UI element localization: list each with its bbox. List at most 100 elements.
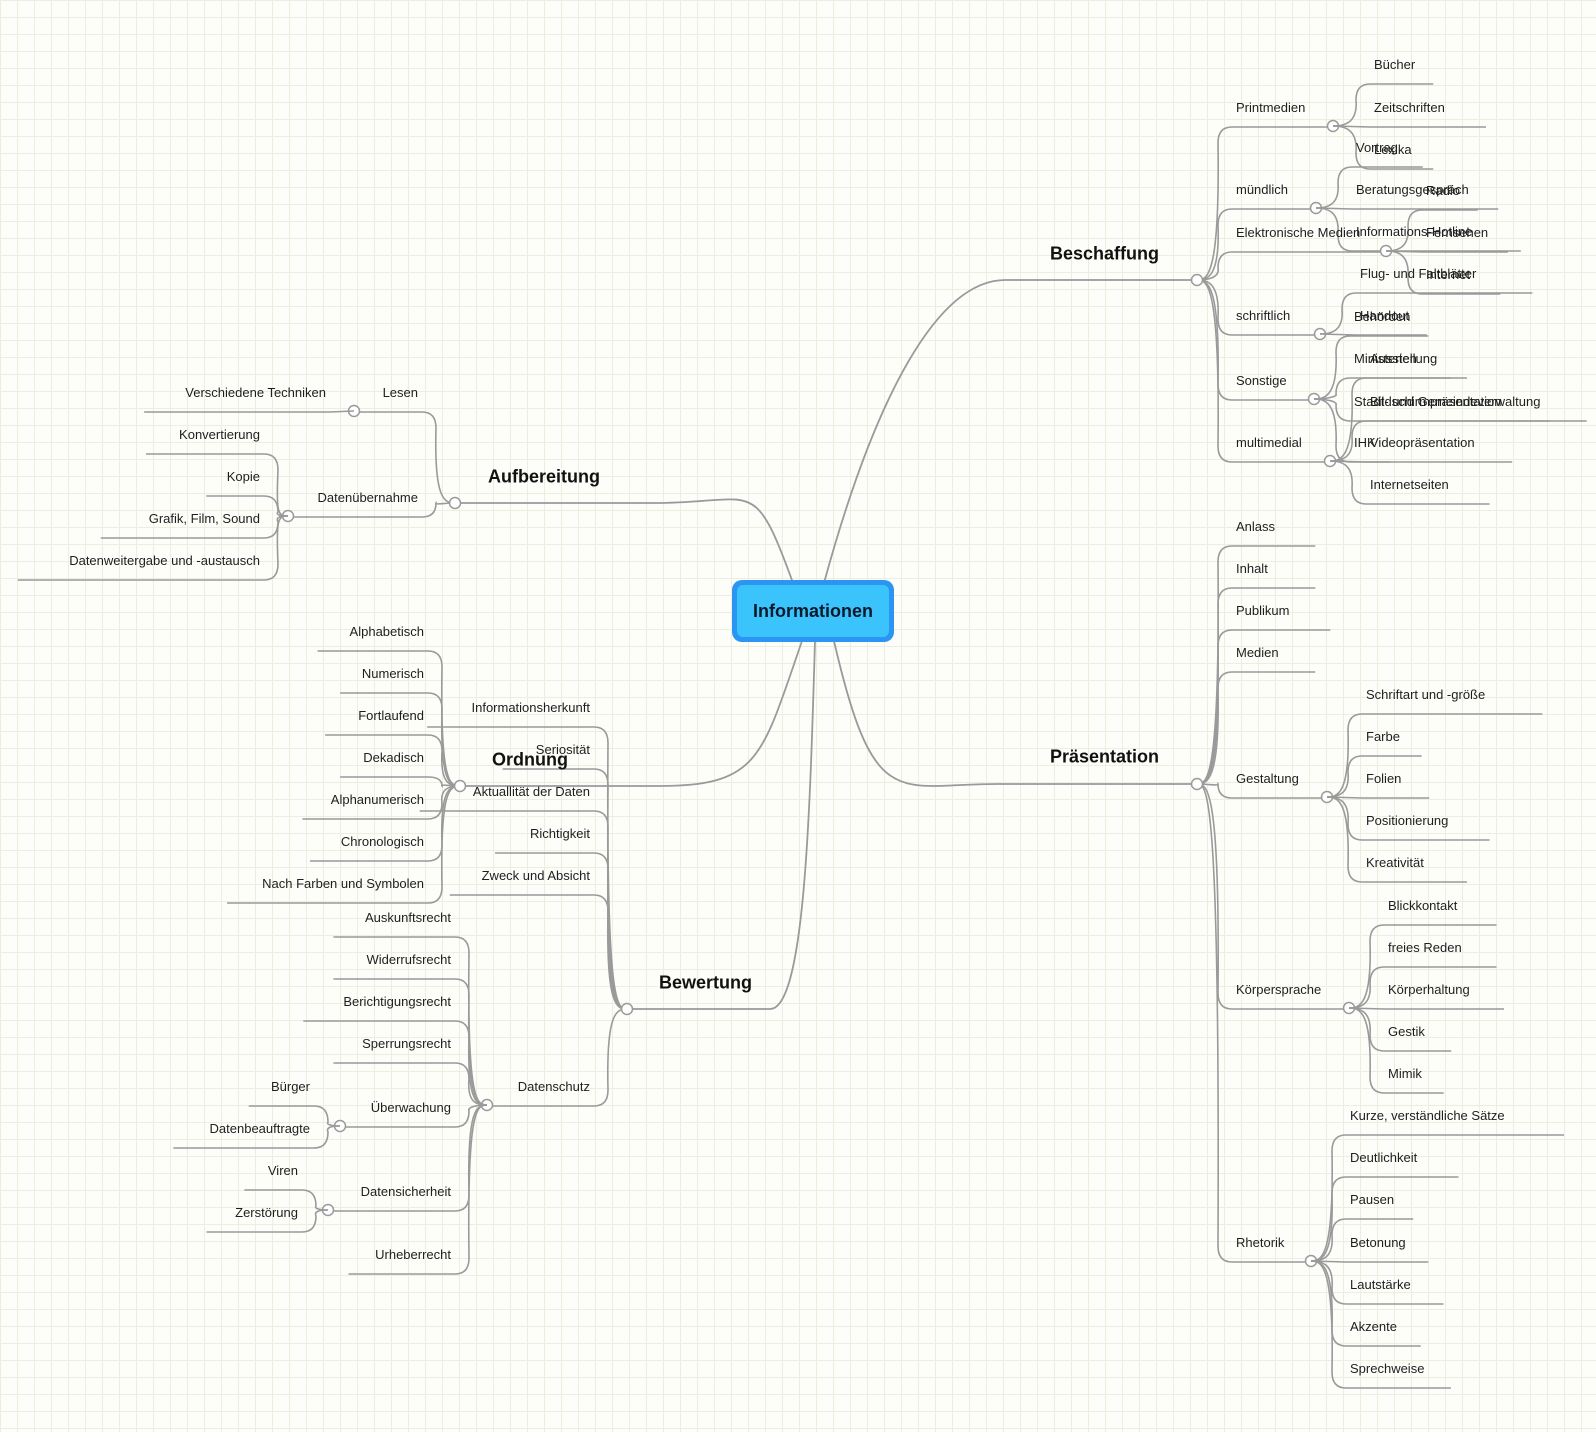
node-konvertierung[interactable]: Konvertierung — [179, 427, 260, 442]
node-urheberrecht[interactable]: Urheberrecht — [375, 1247, 451, 1262]
branch-ordnung[interactable]: Ordnung — [492, 749, 568, 770]
knob-beschaffung[interactable] — [1190, 273, 1204, 287]
branch-beschaffung[interactable]: Beschaffung — [1050, 243, 1160, 264]
node-burger[interactable]: Bürger — [270, 1079, 310, 1094]
root-node[interactable]: Informationen — [732, 580, 894, 642]
node-elektronische-medien[interactable]: Elektronische Medien — [1236, 225, 1361, 240]
node-numerisch[interactable]: Numerisch — [361, 666, 424, 681]
node-datensicherheit[interactable]: Datensicherheit — [360, 1184, 451, 1199]
node-lautstarke[interactable]: Lautstärke — [1350, 1277, 1411, 1292]
node-sperrungsrecht[interactable]: Sperrungsrecht — [362, 1036, 451, 1051]
node-betonung[interactable]: Betonung — [1350, 1235, 1406, 1250]
node-datenschutz[interactable]: Datenschutz — [517, 1079, 590, 1094]
node-alphanumerisch[interactable]: Alphanumerisch — [330, 792, 424, 807]
node-akzente[interactable]: Akzente — [1350, 1319, 1397, 1334]
node-gestaltung[interactable]: Gestaltung — [1236, 771, 1299, 786]
node-beratungsgesprach[interactable]: Beratungsgespräch — [1356, 182, 1469, 197]
node-zweck-und-absicht[interactable]: Zweck und Absicht — [481, 868, 590, 883]
node-freies-reden[interactable]: freies Reden — [1388, 940, 1462, 955]
node-medien[interactable]: Medien — [1236, 645, 1279, 660]
node-informations-hotline[interactable]: Informations-Hotline — [1356, 224, 1473, 239]
branch-aufbereitung[interactable]: Aufbereitung — [488, 466, 600, 487]
link-vortrag — [1315, 166, 1353, 209]
knob-bewertung[interactable] — [620, 1002, 634, 1016]
node-videoprasentation[interactable]: Videopräsentation — [1370, 435, 1475, 450]
knob-praesentation[interactable] — [1190, 777, 1204, 791]
node-kopie[interactable]: Kopie — [226, 469, 260, 484]
link-dekadisch — [427, 776, 461, 788]
node-seriositat[interactable]: Seriosität — [535, 742, 590, 757]
node-kreativitat[interactable]: Kreativität — [1366, 855, 1424, 870]
node-korperhaltung[interactable]: Körperhaltung — [1388, 982, 1470, 997]
node-fernsehen[interactable]: Fernsehen — [1426, 225, 1489, 240]
node-deutlichkeit[interactable]: Deutlichkeit — [1350, 1150, 1418, 1165]
node-schriftart-und-grosse[interactable]: Schriftart und -größe — [1366, 687, 1486, 702]
node-aktuallitat-der-daten[interactable]: Aktuallität der Daten — [472, 784, 590, 799]
node-viren[interactable]: Viren — [267, 1163, 298, 1178]
node-lesen[interactable]: Lesen — [382, 385, 418, 400]
node-dekadisch[interactable]: Dekadisch — [363, 750, 424, 765]
link-praesentation-medien — [1196, 671, 1233, 785]
node-behorden[interactable]: Behörden — [1354, 309, 1411, 324]
link-konvertierung — [263, 453, 289, 517]
node-korpersprache[interactable]: Körpersprache — [1236, 982, 1322, 997]
node-bildschirmprasentation[interactable]: Bildschirmpräsentation — [1370, 394, 1502, 409]
node-internetseiten[interactable]: Internetseiten — [1370, 477, 1449, 492]
node-mimik[interactable]: Mimik — [1388, 1066, 1422, 1081]
node-richtigkeit[interactable]: Richtigkeit — [530, 826, 590, 841]
node-multimedial[interactable]: multimedial — [1236, 435, 1302, 450]
node-positionierung[interactable]: Positionierung — [1366, 813, 1449, 828]
node-auskunftsrecht[interactable]: Auskunftsrecht — [365, 910, 451, 925]
node-internet[interactable]: Internet — [1426, 267, 1471, 282]
link-ministerien — [1313, 377, 1351, 400]
node-radio[interactable]: Radio — [1426, 183, 1460, 198]
link-handout — [1319, 333, 1357, 336]
node-sprechweise[interactable]: Sprechweise — [1350, 1361, 1425, 1376]
node-fortlaufend[interactable]: Fortlaufend — [358, 708, 424, 723]
knob-aufbereitung[interactable] — [448, 496, 462, 510]
node-kurze-verstandliche-satze[interactable]: Kurze, verständliche Sätze — [1350, 1108, 1505, 1123]
node-mundlich[interactable]: mündlich — [1236, 182, 1289, 197]
node-stadt-und-gemeindeverwaltung[interactable]: Stadt- und Gemeindeverwaltung — [1354, 394, 1541, 409]
node-informationsherkunft[interactable]: Informationsherkunft — [471, 700, 590, 715]
branch-prasentation[interactable]: Präsentation — [1050, 746, 1160, 767]
node-farbe[interactable]: Farbe — [1366, 729, 1400, 744]
node-schriftlich[interactable]: schriftlich — [1236, 308, 1291, 323]
node-ministerien[interactable]: Ministerien — [1354, 351, 1417, 366]
node-vortrag[interactable]: Vortrag — [1356, 140, 1398, 155]
node-handout[interactable]: Handout — [1360, 308, 1410, 323]
node-widerrufsrecht[interactable]: Widerrufsrecht — [366, 952, 451, 967]
node-nach-farben-und-symbolen[interactable]: Nach Farben und Symbolen — [262, 876, 424, 891]
node-grafik-film-sound[interactable]: Grafik, Film, Sound — [148, 511, 260, 526]
node-gestik[interactable]: Gestik — [1388, 1024, 1425, 1039]
link-numerisch — [427, 692, 461, 787]
node-sonstige[interactable]: Sonstige — [1236, 373, 1287, 388]
knob-ordnung[interactable] — [453, 779, 467, 793]
link-positionierung — [1326, 796, 1363, 841]
node-folien[interactable]: Folien — [1366, 771, 1402, 786]
node-uberwachung[interactable]: Überwachung — [370, 1100, 451, 1115]
node-zeitschriften[interactable]: Zeitschriften — [1374, 100, 1445, 115]
node-verschiedene-techniken[interactable]: Verschiedene Techniken — [185, 385, 326, 400]
node-printmedien[interactable]: Printmedien — [1236, 100, 1306, 115]
node-blickkontakt[interactable]: Blickkontakt — [1388, 898, 1458, 913]
node-inhalt[interactable]: Inhalt — [1236, 561, 1268, 576]
node-ihk[interactable]: IHK — [1354, 435, 1376, 450]
node-berichtigungsrecht[interactable]: Berichtigungsrecht — [343, 994, 451, 1009]
node-zerstorung[interactable]: Zerstörung — [235, 1205, 298, 1220]
node-datenweitergabe-und-austausch[interactable]: Datenweitergabe und -austausch — [69, 553, 260, 568]
node-flug-und-faltblatter[interactable]: Flug- und Faltblätter — [1360, 266, 1477, 281]
node-anlass[interactable]: Anlass — [1236, 519, 1276, 534]
link-ausstellung — [1329, 377, 1367, 462]
node-bucher[interactable]: Bücher — [1374, 57, 1416, 72]
node-datenubernahme[interactable]: Datenübernahme — [317, 490, 418, 505]
node-rhetorik[interactable]: Rhetorik — [1236, 1235, 1285, 1250]
node-datenbeauftragte[interactable]: Datenbeauftragte — [209, 1121, 310, 1136]
node-lexika[interactable]: Lexika — [1374, 142, 1412, 157]
branch-bewertung[interactable]: Bewertung — [659, 972, 753, 993]
node-alphabetisch[interactable]: Alphabetisch — [349, 624, 424, 639]
node-ausstellung[interactable]: Ausstellung — [1370, 351, 1438, 366]
node-publikum[interactable]: Publikum — [1236, 603, 1290, 618]
node-chronologisch[interactable]: Chronologisch — [340, 834, 424, 849]
node-pausen[interactable]: Pausen — [1350, 1192, 1395, 1207]
